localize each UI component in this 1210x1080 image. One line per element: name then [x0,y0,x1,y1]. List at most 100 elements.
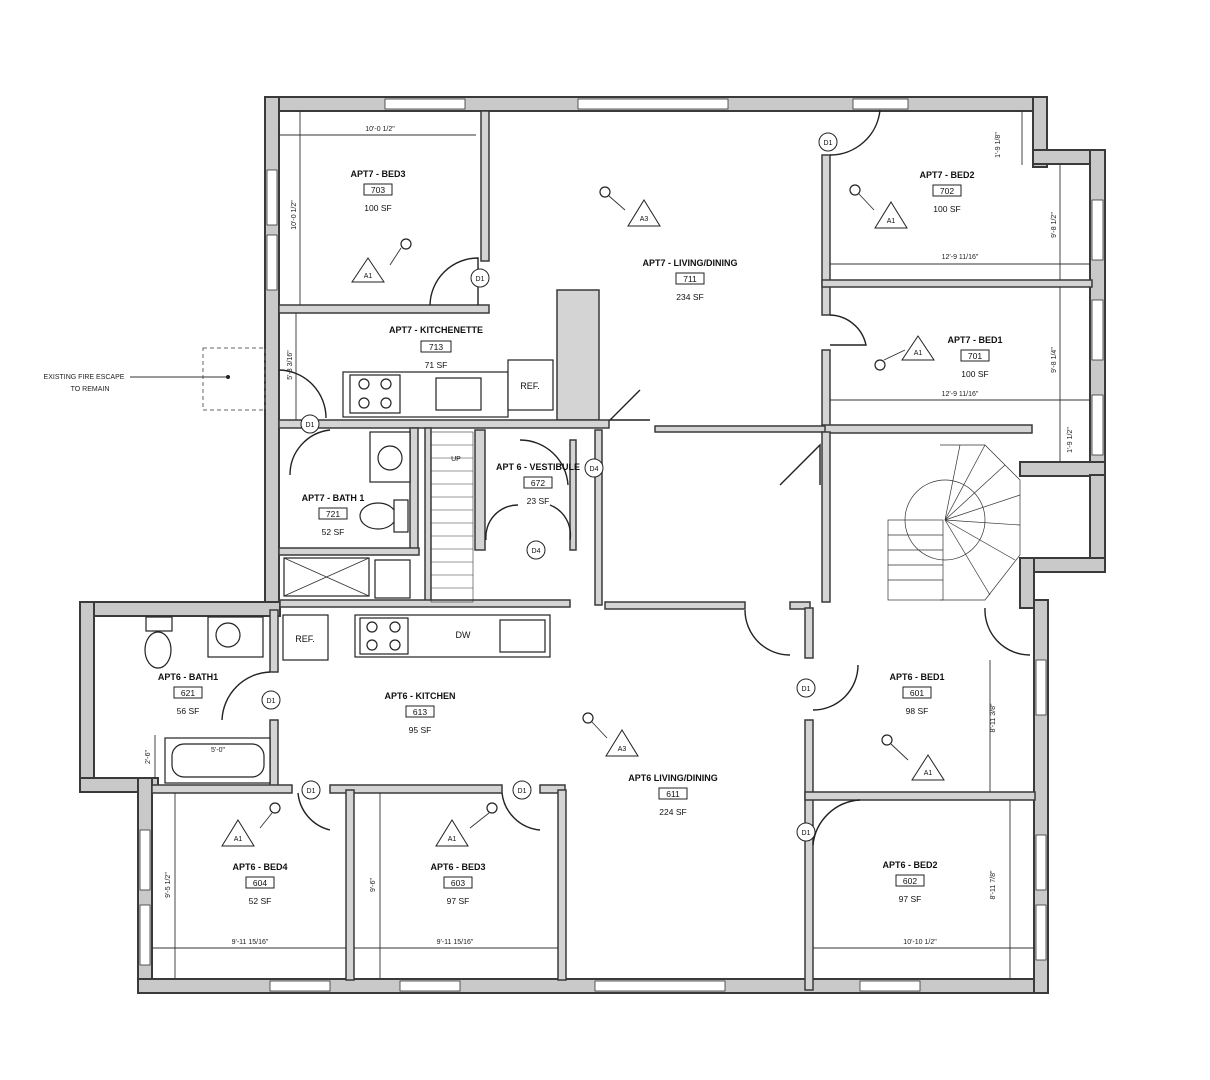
interior-walls [151,110,1093,991]
room-apt7-living: APT7 - LIVING/DINING 711 234 SF [642,258,737,302]
elevation-tag-a3: A3 [582,712,639,757]
svg-text:APT 6 - VESTIBULE: APT 6 - VESTIBULE [496,462,580,472]
svg-text:A1: A1 [914,350,923,357]
svg-text:672: 672 [531,478,545,488]
room-apt6-bed3: APT6 - BED3 603 97 SF [430,862,485,906]
stair-up-label: UP [451,456,461,463]
svg-text:98 SF: 98 SF [906,706,929,716]
svg-text:713: 713 [429,342,443,352]
dim-apt6-bed2-width: 10'-10 1/2" [903,939,937,946]
svg-text:52 SF: 52 SF [322,527,345,537]
dim-bed2-top: 1'-9 1/8" [995,132,1002,158]
svg-text:A1: A1 [234,836,243,843]
doors [221,109,1031,846]
svg-text:721: 721 [326,509,340,519]
svg-text:23 SF: 23 SF [527,496,550,506]
room-apt7-bed3: APT7 - BED3 703 100 SF [350,169,405,213]
dim-apt6-bed4-width: 9'-11 15/16" [232,939,269,946]
svg-text:APT6 LIVING/DINING: APT6 LIVING/DINING [628,773,718,783]
svg-text:56 SF: 56 SF [177,706,200,716]
svg-text:97 SF: 97 SF [447,896,470,906]
dimension-lines: 10'-0 1/2" 10'-0 1/2" 1'-9 1/8" 9'-8 1/2… [145,111,1090,979]
svg-text:D1: D1 [307,788,316,795]
dim-bed2-height: 9'-8 1/2" [1051,212,1058,238]
dim-bath6-side: 2'-6" [145,750,152,764]
svg-text:234 SF: 234 SF [676,292,703,302]
fire-escape-note-line1: EXISTING FIRE ESCAPE [44,374,125,381]
room-apt6-bed4: APT6 - BED4 604 52 SF [232,862,287,906]
svg-text:APT6 - BED3: APT6 - BED3 [430,862,485,872]
svg-text:701: 701 [968,351,982,361]
svg-text:97 SF: 97 SF [899,894,922,904]
elevation-tag-a3: A3 [599,186,661,227]
elevation-tag-a1: A1 [221,802,281,847]
svg-text:APT7 - KITCHENETTE: APT7 - KITCHENETTE [389,325,483,335]
door-tag-d1: D1 [261,690,281,710]
svg-text:D1: D1 [802,830,811,837]
apt6-ref-label: REF. [295,634,315,644]
svg-text:A1: A1 [364,273,373,280]
dim-kitchenette-height: 5'-3 3/16" [287,350,294,380]
svg-text:603: 603 [451,878,465,888]
svg-text:611: 611 [666,789,680,799]
elevation-tag-a1: A1 [874,335,935,371]
svg-text:100 SF: 100 SF [364,203,391,213]
dishwasher-label: DW [456,630,471,640]
svg-text:604: 604 [253,878,267,888]
svg-text:601: 601 [910,688,924,698]
room-apt7-bath: APT7 - BATH 1 721 52 SF [302,493,365,537]
fire-escape: EXISTING FIRE ESCAPE TO REMAIN [44,347,266,411]
door-tag-d1: D1 [796,678,816,698]
room-vestibule: APT 6 - VESTIBULE 672 23 SF [496,462,580,506]
dim-bed3-width: 10'-0 1/2" [365,126,395,133]
svg-text:602: 602 [903,876,917,886]
dim-bed1-height: 9'-8 1/4" [1051,347,1058,373]
door-tag-d1: D1 [301,780,321,800]
fire-escape-note-line2: TO REMAIN [71,386,110,393]
svg-text:71 SF: 71 SF [425,360,448,370]
room-apt7-kitchenette: APT7 - KITCHENETTE 713 71 SF [389,325,483,370]
svg-text:D4: D4 [532,548,541,555]
door-tag-d1: D1 [796,822,816,842]
svg-text:621: 621 [181,688,195,698]
svg-text:52 SF: 52 SF [249,896,272,906]
svg-text:APT7 - BED3: APT7 - BED3 [350,169,405,179]
svg-text:D1: D1 [306,422,315,429]
door-tag-d1: D1 [512,780,532,800]
door-tags: D1 D1 D1 D4 D4 D1 D1 D1 D1 D1 [261,132,838,842]
elevation-tag-a1: A1 [435,802,498,847]
dim-apt6-bed4-height: 9'-5 1/2" [165,872,172,898]
svg-text:A1: A1 [448,836,457,843]
room-labels: APT7 - BED3 703 100 SF APT7 - LIVING/DIN… [158,169,1003,906]
elevation-tags: A1 A3 A1 A1 A3 A1 A1 A1 [221,184,945,847]
room-apt7-bed2: APT7 - BED2 702 100 SF [919,170,974,214]
svg-text:D1: D1 [476,276,485,283]
room-apt6-kitchen: APT6 - KITCHEN 613 95 SF [384,691,455,735]
svg-text:702: 702 [940,186,954,196]
svg-text:D4: D4 [590,466,599,473]
svg-text:APT7 - LIVING/DINING: APT7 - LIVING/DINING [642,258,737,268]
svg-text:224 SF: 224 SF [659,807,686,817]
svg-text:APT6 - BED1: APT6 - BED1 [889,672,944,682]
exterior-walls [79,96,1106,994]
fixtures: REF. UP [144,359,1021,784]
svg-text:613: 613 [413,707,427,717]
door-tag-d1: D1 [818,132,838,152]
svg-text:D1: D1 [518,788,527,795]
svg-text:A1: A1 [924,770,933,777]
svg-text:APT6 - BATH1: APT6 - BATH1 [158,672,218,682]
svg-text:95 SF: 95 SF [409,725,432,735]
svg-text:D1: D1 [267,698,276,705]
dim-apt6-bed3-height: 9'-6" [370,878,377,892]
svg-text:A3: A3 [618,746,627,753]
svg-text:APT6 - BED2: APT6 - BED2 [882,860,937,870]
dim-bed3-height: 10'-0 1/2" [291,200,298,230]
svg-text:A3: A3 [640,216,649,223]
dim-apt6-bed2-height: 8'-11 7/8" [990,870,997,900]
svg-text:APT7 - BATH 1: APT7 - BATH 1 [302,493,365,503]
svg-text:703: 703 [371,185,385,195]
dim-tub-width: 5'-0" [211,747,225,754]
elevation-tag-a1: A1 [351,238,412,283]
svg-text:100 SF: 100 SF [933,204,960,214]
dim-bed2-width: 12'-9 11/16" [942,254,979,261]
